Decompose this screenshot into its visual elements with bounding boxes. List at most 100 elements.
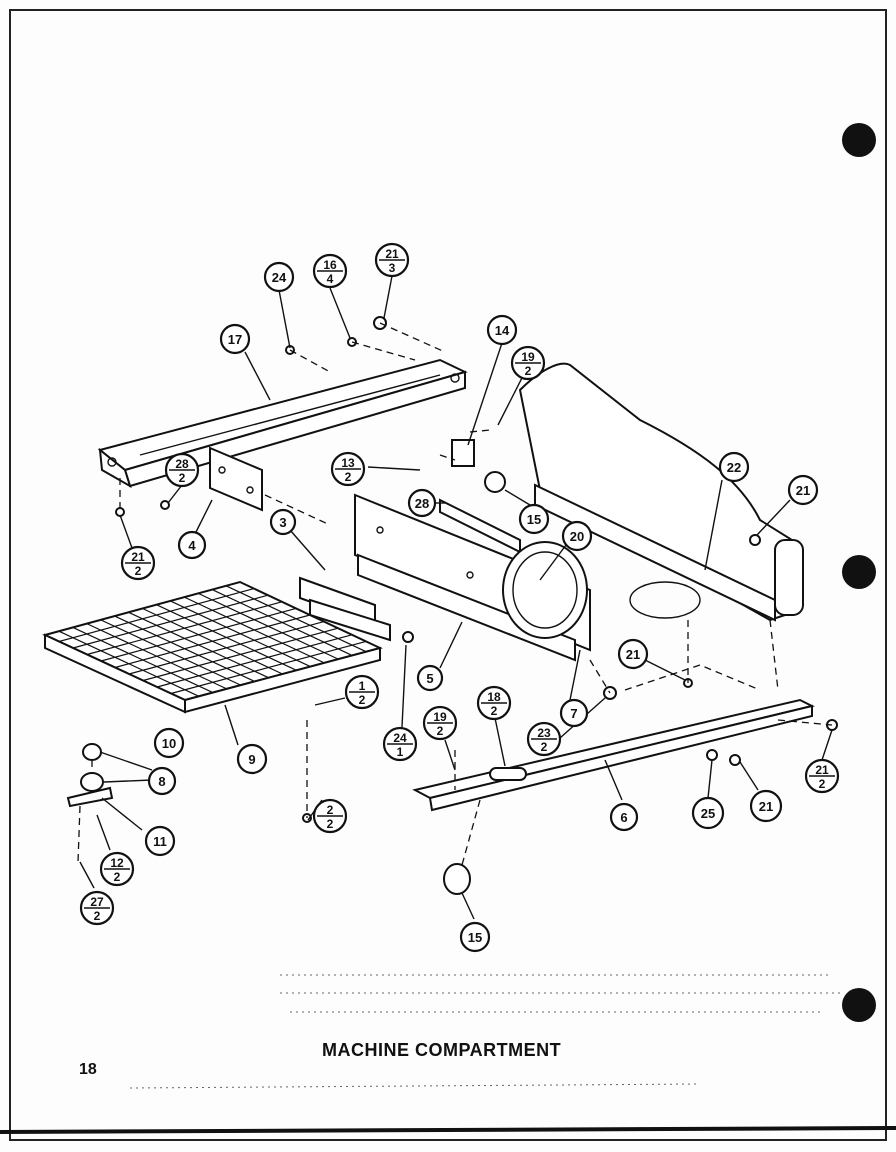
callout-number: 27 bbox=[90, 895, 104, 909]
screw bbox=[729, 754, 741, 766]
callout-15: 15 bbox=[459, 921, 491, 953]
callout-number: 16 bbox=[323, 258, 337, 272]
callout-number: 7 bbox=[570, 706, 577, 721]
part-15-grommet bbox=[443, 863, 471, 895]
callout-21-qty-2: 221 bbox=[804, 758, 840, 794]
callout-23-qty-2: 223 bbox=[526, 721, 562, 757]
callout-24: 24 bbox=[263, 261, 295, 293]
callout-number: 21 bbox=[131, 550, 145, 564]
callout-25: 25 bbox=[691, 796, 725, 830]
callout-quantity: 3 bbox=[389, 261, 396, 275]
callout-number: 23 bbox=[537, 726, 551, 740]
leader-lines bbox=[79, 275, 833, 920]
binder-hole bbox=[842, 555, 876, 589]
part-6-bottom-rail bbox=[412, 698, 815, 812]
screw bbox=[749, 534, 761, 546]
part-15-grommet bbox=[484, 471, 506, 493]
part-22-drain-pan bbox=[518, 362, 804, 622]
callout-number: 21 bbox=[759, 799, 773, 814]
callout-number: 11 bbox=[153, 834, 167, 849]
callout-21-qty-3: 321 bbox=[374, 242, 410, 278]
callout-quantity: 2 bbox=[437, 724, 444, 738]
callout-number: 12 bbox=[110, 856, 124, 870]
callout-1-qty-2: 21 bbox=[344, 674, 380, 710]
callout-number: 21 bbox=[626, 647, 640, 662]
hardware-parts bbox=[66, 316, 838, 895]
callout-number: 2 bbox=[327, 803, 334, 817]
callout-16-qty-4: 416 bbox=[312, 253, 348, 289]
binder-hole bbox=[842, 123, 876, 157]
callout-number: 19 bbox=[521, 350, 535, 364]
part-11-clip bbox=[66, 786, 114, 808]
callout-number: 24 bbox=[272, 270, 287, 285]
callout-number: 24 bbox=[393, 731, 407, 745]
callout-number: 21 bbox=[815, 763, 829, 777]
callout-number: 13 bbox=[341, 456, 355, 470]
part-4-bracket bbox=[209, 446, 263, 512]
callout-number: 9 bbox=[248, 752, 255, 767]
callout-number: 15 bbox=[468, 930, 482, 945]
callout-quantity: 2 bbox=[819, 777, 826, 791]
scan-edge bbox=[0, 1126, 896, 1134]
callout-21-qty-2: 221 bbox=[120, 545, 156, 581]
callout-28-qty-2: 228 bbox=[164, 452, 200, 488]
callout-28: 28 bbox=[407, 488, 437, 518]
callout-3: 3 bbox=[269, 508, 297, 536]
scan-artifacts bbox=[129, 974, 840, 1089]
callout-quantity: 2 bbox=[179, 471, 186, 485]
screw bbox=[706, 749, 718, 761]
callout-quantity: 2 bbox=[525, 364, 532, 378]
callout-20: 20 bbox=[561, 520, 593, 552]
callout-number: 10 bbox=[162, 736, 176, 751]
page-border bbox=[9, 9, 887, 1141]
callout-quantity: 2 bbox=[114, 870, 121, 884]
callout-number: 5 bbox=[426, 671, 433, 686]
callout-7: 7 bbox=[559, 698, 589, 728]
callout-number: 21 bbox=[796, 483, 810, 498]
part-3-plate bbox=[299, 576, 391, 642]
part-20-fan-ring bbox=[502, 541, 588, 639]
part-18-tube bbox=[489, 767, 527, 781]
callout-24-qty-1: 124 bbox=[382, 726, 418, 762]
callout-number: 28 bbox=[175, 457, 189, 471]
callout-21: 21 bbox=[787, 474, 819, 506]
binder-hole bbox=[842, 988, 876, 1022]
callout-8: 8 bbox=[147, 766, 177, 796]
part-8-grommet bbox=[80, 772, 104, 792]
callout-number: 19 bbox=[433, 710, 447, 724]
callout-14: 14 bbox=[486, 314, 518, 346]
callout-number: 22 bbox=[727, 460, 741, 475]
page-number: 18 bbox=[79, 1061, 97, 1078]
callout-18-qty-2: 218 bbox=[476, 685, 512, 721]
part-9-condenser bbox=[42, 580, 383, 714]
callout-19-qty-2: 219 bbox=[422, 705, 458, 741]
callout-quantity: 2 bbox=[541, 740, 548, 754]
callout-number: 14 bbox=[495, 323, 510, 338]
callout-11: 11 bbox=[144, 825, 176, 857]
callout-5: 5 bbox=[416, 664, 444, 692]
callout-number: 6 bbox=[620, 810, 627, 825]
callout-6: 6 bbox=[609, 802, 639, 832]
callout-quantity: 2 bbox=[327, 817, 334, 831]
callout-number: 8 bbox=[158, 774, 165, 789]
callout-9: 9 bbox=[236, 743, 268, 775]
part-17-top-rail bbox=[97, 358, 468, 489]
screw bbox=[115, 507, 125, 517]
callout-number: 25 bbox=[701, 806, 715, 821]
callout-quantity: 2 bbox=[491, 704, 498, 718]
callout-17: 17 bbox=[219, 323, 251, 355]
callout-21: 21 bbox=[749, 789, 783, 823]
callout-quantity: 2 bbox=[345, 470, 352, 484]
callout-number: 28 bbox=[415, 496, 429, 511]
callout-number: 20 bbox=[570, 529, 584, 544]
callout-number: 17 bbox=[228, 332, 242, 347]
assembly-lines bbox=[77, 322, 833, 866]
callout-number: 4 bbox=[188, 538, 196, 553]
callout-number: 15 bbox=[527, 512, 541, 527]
screw bbox=[160, 500, 170, 510]
callout-4: 4 bbox=[177, 530, 207, 560]
callout-22: 22 bbox=[718, 451, 750, 483]
callout-10: 10 bbox=[153, 727, 185, 759]
